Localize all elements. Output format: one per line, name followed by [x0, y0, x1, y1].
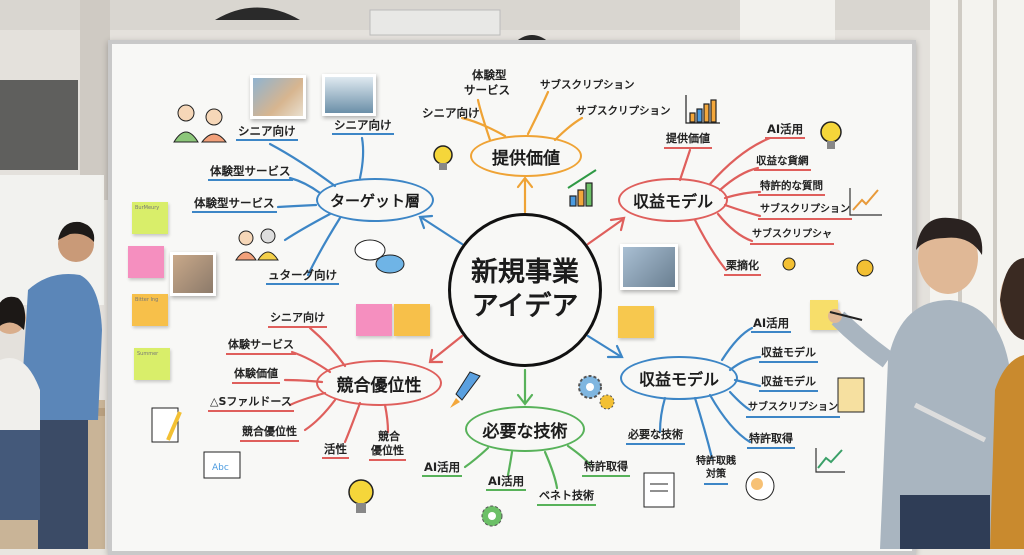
- branch-label: シニア向け: [268, 311, 327, 328]
- branch-label: 体験価値: [232, 367, 280, 384]
- branch-label: 提供価値: [664, 132, 712, 149]
- gear-icon: [578, 375, 615, 410]
- pinned-photo: [250, 75, 306, 119]
- node-tech: 必要な技術: [465, 406, 585, 452]
- branch-label: シニア向け: [332, 118, 394, 135]
- branch-label: 特許取得: [747, 432, 795, 449]
- sticky-note: [128, 246, 164, 278]
- document-icon: [643, 472, 675, 508]
- branch-label: AI活用: [751, 316, 792, 333]
- node-revenue-top: 収益モデル: [618, 178, 728, 222]
- sticky-note: [618, 306, 654, 338]
- lightbulb-icon: [348, 479, 374, 513]
- node-competitive: 競合優位性: [316, 360, 442, 406]
- seniors-icon: [173, 104, 228, 143]
- node-revenue-bottom: 収益モデル: [620, 356, 738, 400]
- brain-icon: [745, 471, 775, 501]
- branch-label: 体験サービス: [226, 338, 296, 355]
- branch-label: シニア向け: [236, 124, 298, 141]
- bar-chart-icon: [567, 169, 597, 207]
- branch-label: AI活用: [765, 122, 806, 139]
- branch-label: 競合優位性: [240, 425, 299, 442]
- pinned-photo: [170, 252, 216, 296]
- branch-label: 特許取得: [582, 460, 630, 477]
- branch-label: ベネト技術: [537, 489, 596, 506]
- central-topic-line1: 新規事業: [471, 257, 579, 288]
- node-value: 提供価値: [470, 135, 582, 177]
- branch-label: 特許取賎: [696, 456, 736, 467]
- branch-label: 特許的な質問: [758, 179, 825, 196]
- sticky-note: BurMeury: [132, 202, 168, 234]
- sticky-note: Bitter Ing: [132, 294, 168, 326]
- trend-up-icon: [815, 448, 845, 473]
- branch-label: 優位性: [369, 444, 406, 461]
- pinned-photo: [322, 74, 376, 116]
- branch-label: 競合: [378, 430, 400, 443]
- gear-icon: [481, 505, 503, 527]
- trend-up-icon: [849, 188, 882, 216]
- standing-man-left: [20, 221, 102, 549]
- sticky-note: [356, 304, 392, 336]
- central-topic-line2: アイデア: [471, 291, 579, 322]
- branch-label: △Sファルドース: [208, 395, 294, 412]
- branch-label: 収益モデル: [759, 346, 818, 363]
- node-target: ターゲット層: [316, 178, 434, 222]
- sticky-note: [394, 304, 430, 336]
- branch-label: サブスクリプシャ: [750, 228, 834, 245]
- ceiling-lamp: [215, 7, 300, 20]
- woman-with-tablet: [913, 258, 1024, 549]
- branch-label: AI活用: [486, 474, 527, 491]
- lightbulb-icon: [433, 145, 453, 170]
- branch-label: シニア向け: [422, 106, 480, 120]
- branch-label: サブスクリプション: [758, 203, 852, 220]
- rocket-icon: [450, 371, 481, 408]
- branch-label: 対策: [704, 468, 728, 485]
- branch-label: AI活用: [422, 460, 463, 477]
- people-icon: [235, 228, 279, 261]
- branch-label: 栗摘化: [724, 259, 761, 276]
- lightbulb-icon: [820, 121, 842, 149]
- chat-bubble-icon: [354, 239, 405, 274]
- calendar-icon: Abc: [203, 451, 241, 479]
- branch-label: 必要な技術: [626, 428, 685, 445]
- presenter-man: [828, 217, 1010, 549]
- notepad-pencil-icon: [151, 407, 182, 443]
- branch-label: 収益モデル: [759, 375, 818, 392]
- seated-woman-left: [0, 296, 40, 520]
- branch-label: ュターグ向け: [266, 268, 339, 285]
- branch-label: 体験型サービス: [192, 196, 277, 213]
- branch-label: サブスクリプション: [540, 79, 635, 91]
- branch-label: サブスクリプション: [746, 401, 840, 418]
- svg-text:Abc: Abc: [212, 463, 229, 473]
- coin-icon: [782, 257, 874, 277]
- branch-label: 体験型サービス: [208, 164, 293, 181]
- clipboard-icon: [837, 377, 865, 413]
- branch-label: サービス: [464, 83, 510, 97]
- branch-label: 活性: [322, 442, 349, 459]
- growth-chart-icon: [685, 95, 720, 124]
- pinned-photo: [620, 244, 678, 290]
- central-topic: 新規事業 アイデア: [448, 213, 602, 367]
- branch-label: 収益な貨網: [754, 154, 811, 171]
- branch-label: サブスクリプション: [576, 105, 671, 117]
- branch-label: 体験型: [472, 68, 507, 82]
- sticky-note: Summer: [134, 348, 170, 380]
